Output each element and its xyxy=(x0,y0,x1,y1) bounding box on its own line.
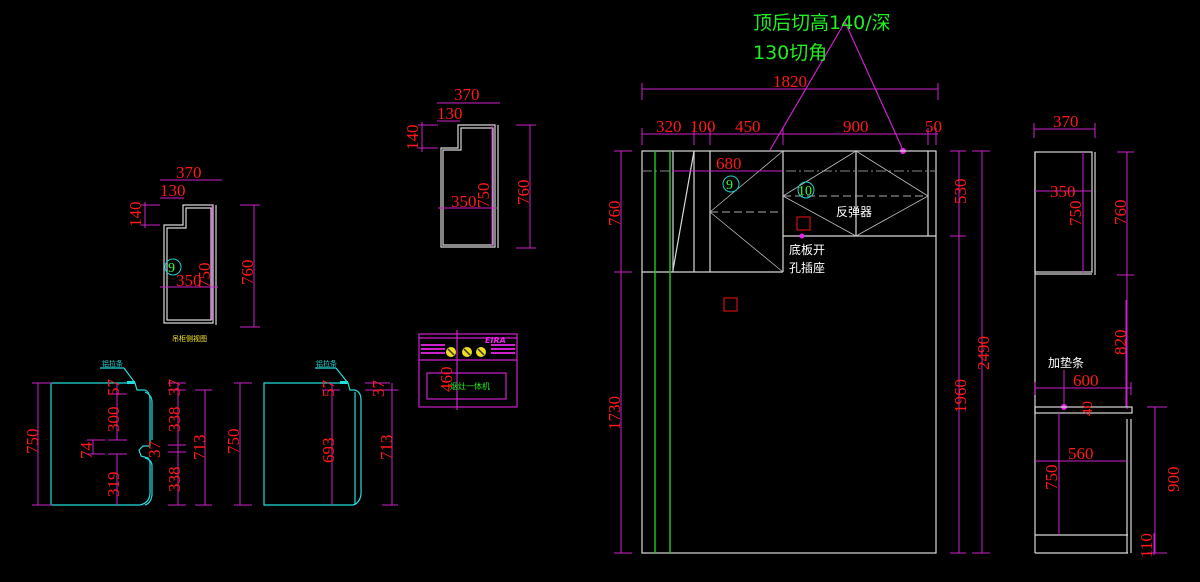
door-profile-a-outline xyxy=(50,382,151,506)
dim-side-top-750: 750 xyxy=(474,183,493,209)
side-view-top: 370 130 140 350 750 760 xyxy=(403,85,536,249)
dim-right-40: 40 xyxy=(1080,401,1096,416)
dim-front-1960: 1960 xyxy=(951,379,970,413)
dim-front-seg-50: 50 xyxy=(925,117,942,136)
dim-side-small-350: 350 xyxy=(176,271,202,290)
dim-door-a-319: 319 xyxy=(104,472,123,498)
right-section: 370 350 750 760 820 加垫条 600 40 560 750 xyxy=(1033,112,1183,558)
dim-right-110: 110 xyxy=(1137,533,1156,558)
dim-side-small-130: 130 xyxy=(160,181,186,200)
dim-side-top-130: 130 xyxy=(437,104,463,123)
dim-front-680: 680 xyxy=(716,154,742,173)
dim-side-top-140: 140 xyxy=(403,125,422,151)
dim-door-b-37: 37 xyxy=(369,380,388,398)
dim-door-b-713: 713 xyxy=(377,435,396,461)
front-elevation: 顶后切高140/深 130切角 1820 320 100 450 900 50 xyxy=(605,12,993,554)
dim-side-top-350: 350 xyxy=(451,192,477,211)
dim-front-seg-320: 320 xyxy=(656,117,682,136)
dim-door-a-57: 57 xyxy=(104,379,123,397)
tag-circle-10 xyxy=(797,181,815,199)
note-reflector: 反弹器 xyxy=(836,205,872,219)
appliance-brand: EIRA xyxy=(485,336,506,345)
dim-door-a-338-lower: 338 xyxy=(165,467,184,493)
dim-door-b-57: 57 xyxy=(319,380,338,398)
appliance-outline xyxy=(418,333,518,408)
side-view-small-outline xyxy=(163,204,214,324)
dim-right-750-base: 750 xyxy=(1042,465,1061,491)
note-socket-line2: 孔插座 xyxy=(789,260,825,275)
seal-strip-label-b: 铝拉条 xyxy=(316,359,337,368)
tag-circle-9 xyxy=(722,175,740,193)
dim-door-a-37-top: 37 xyxy=(165,379,184,397)
dim-door-a-750: 750 xyxy=(23,429,42,455)
dim-right-600: 600 xyxy=(1073,371,1099,390)
dim-front-1820: 1820 xyxy=(773,72,807,91)
dim-appliance-460: 460 xyxy=(437,367,456,393)
side-view-small: 370 130 140 350 750 760 9 吊柜侧视图 xyxy=(126,163,260,343)
tag-9-side: 9 xyxy=(168,261,175,276)
dim-side-small-370: 370 xyxy=(176,163,202,182)
dim-right-760: 760 xyxy=(1111,200,1130,226)
appliance-caption: 烟灶一体机 xyxy=(450,381,490,391)
dim-side-small-750: 750 xyxy=(195,263,214,289)
dim-right-820: 820 xyxy=(1111,330,1130,356)
socket-marker-lower xyxy=(723,297,738,312)
dim-door-a-37-mid: 37 xyxy=(145,441,164,459)
dim-door-a-74: 74 xyxy=(77,442,96,460)
note-socket-line1: 底板开 xyxy=(789,242,825,257)
right-countertop xyxy=(1034,406,1133,414)
dim-front-2490: 2490 xyxy=(974,336,993,370)
seal-strip-label-a: 铝拉条 xyxy=(102,359,123,368)
dim-right-370: 370 xyxy=(1053,112,1079,131)
note-spacer: 加垫条 xyxy=(1048,355,1084,370)
dim-right-750-upper: 750 xyxy=(1066,201,1085,227)
dim-front-1730: 1730 xyxy=(605,396,624,430)
dim-right-350: 350 xyxy=(1050,182,1076,201)
dim-front-seg-900: 900 xyxy=(843,117,869,136)
front-elevation-outline xyxy=(641,150,937,554)
dim-right-560: 560 xyxy=(1068,444,1094,463)
note-top-cut-line1: 顶后切高140/深 xyxy=(753,12,891,34)
dim-side-top-370: 370 xyxy=(454,85,480,104)
tag-circle-9-side xyxy=(164,258,182,276)
socket-marker xyxy=(796,216,811,231)
dim-side-top-760: 760 xyxy=(514,180,533,206)
dim-door-b-750: 750 xyxy=(224,429,243,455)
side-view-caption: 吊柜侧视图 xyxy=(172,334,207,343)
dim-side-small-760: 760 xyxy=(238,260,257,286)
note-top-cut-line2: 130切角 xyxy=(753,42,827,64)
side-view-small-inner xyxy=(166,207,212,321)
dim-door-b-693: 693 xyxy=(319,438,338,464)
dim-front-seg-100: 100 xyxy=(690,117,716,136)
dim-door-a-338-upper: 338 xyxy=(165,407,184,433)
dim-side-small-140: 140 xyxy=(126,202,145,228)
door-profile-a: 铝拉条 750 57 300 74 319 37 338 37 338 713 xyxy=(23,359,212,506)
dim-front-760: 760 xyxy=(605,201,624,227)
appliance-front: EIRA 烟灶一体机 460 xyxy=(418,330,518,410)
door-profile-b-outline xyxy=(263,382,362,506)
dim-front-seg-450: 450 xyxy=(735,117,761,136)
tag-9: 9 xyxy=(726,178,733,193)
dim-front-530: 530 xyxy=(951,179,970,205)
dim-door-a-300: 300 xyxy=(104,407,123,433)
dim-door-a-713: 713 xyxy=(190,435,209,461)
door-profile-b: 铝拉条 750 57 693 37 713 xyxy=(224,359,398,506)
tag-10: 10 xyxy=(798,184,812,199)
dim-right-900: 900 xyxy=(1164,467,1183,493)
